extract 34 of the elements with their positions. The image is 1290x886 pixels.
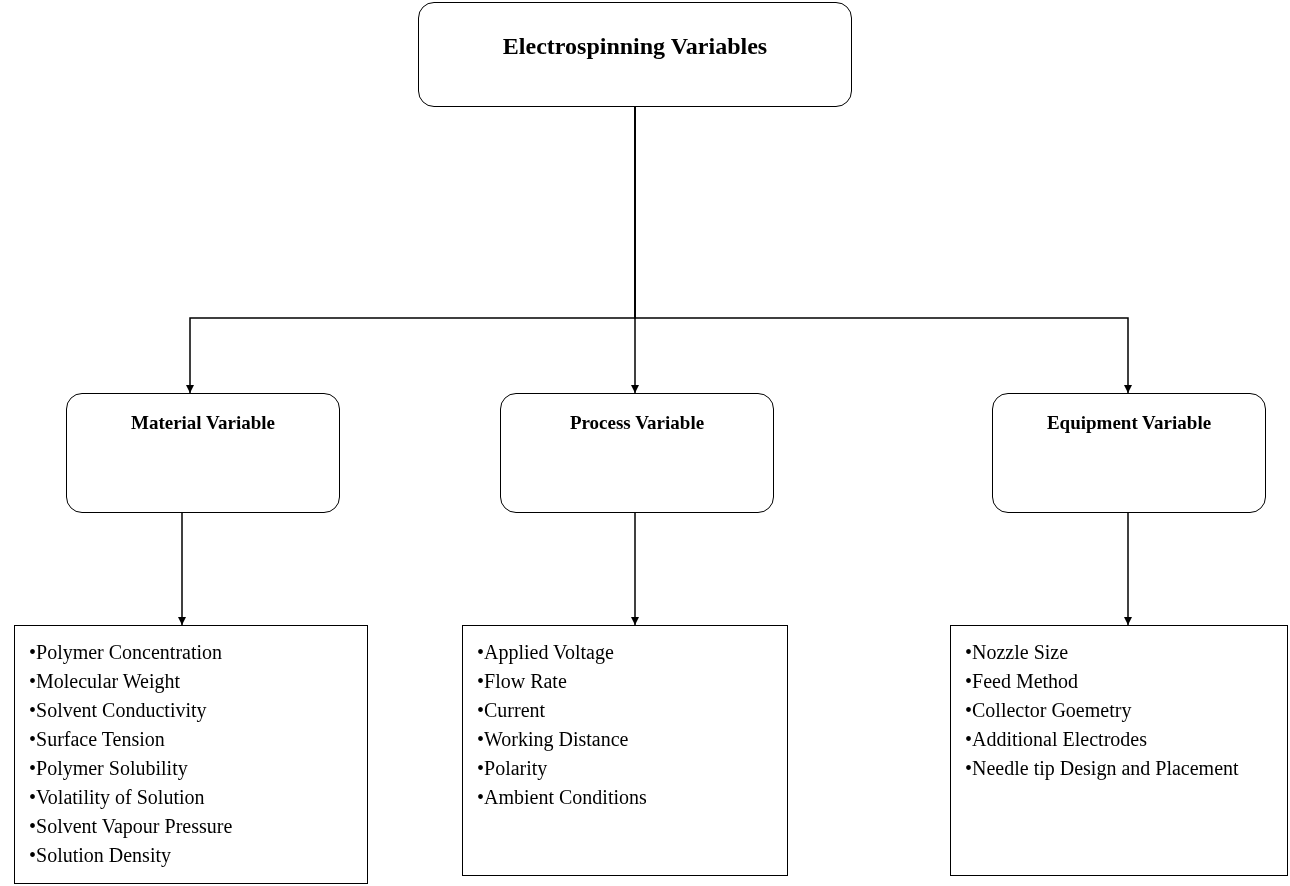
list-item: •Solution Density <box>29 843 172 869</box>
arrow <box>634 106 1132 394</box>
list-item: •Solvent Conductivity <box>29 698 208 724</box>
list-item: •Current <box>477 698 547 723</box>
list-item: •Molecular Weight <box>29 669 182 695</box>
list-item: •Nozzle Size <box>965 640 1070 665</box>
list-box <box>950 625 1288 876</box>
category-box <box>500 393 774 513</box>
list-item: •Needle tip Design and Placement <box>965 756 1240 782</box>
list-item: •Working Distance <box>477 727 630 753</box>
list-item: •Solvent Vapour Pressure <box>29 814 234 840</box>
list-box <box>14 625 368 884</box>
heading: Equipment Variable <box>1045 412 1213 434</box>
heading: Material Variable <box>129 412 277 434</box>
list-item: •Additional Electrodes <box>965 727 1148 752</box>
category-box <box>992 393 1266 513</box>
arrow <box>178 512 186 626</box>
list-item: •Ambient Conditions <box>477 785 648 810</box>
list-item: •Volatility of Solution <box>29 785 206 811</box>
list-item: •Polymer Solubility <box>29 756 189 782</box>
list-item: •Polymer Concentration <box>29 640 224 666</box>
arrow <box>1124 512 1132 626</box>
list-item: •Feed Method <box>965 669 1080 694</box>
list-box <box>462 625 788 876</box>
list-item: •Applied Voltage <box>477 640 615 666</box>
category-box <box>66 393 340 513</box>
list-item: •Flow Rate <box>477 669 568 694</box>
list-item: •Polarity <box>477 756 549 782</box>
title-box <box>418 2 852 107</box>
heading: Process Variable <box>568 412 706 434</box>
arrow <box>631 512 639 626</box>
list-item: •Surface Tension <box>29 727 166 752</box>
heading: Electrospinning Variables <box>501 33 769 60</box>
list-item: •Collector Goemetry <box>965 698 1133 724</box>
